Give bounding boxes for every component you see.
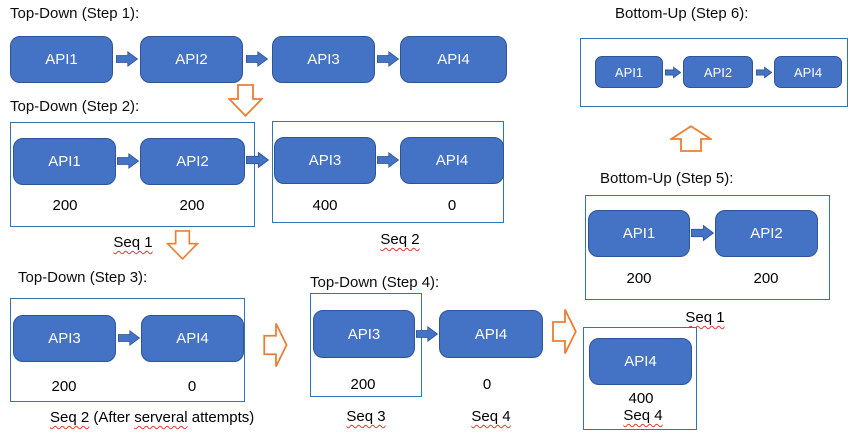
step-right-arrow-icon bbox=[263, 322, 288, 373]
step2-title: Top-Down (Step 2): bbox=[10, 98, 140, 115]
step2-seq2-label: Seq 2 bbox=[380, 231, 420, 248]
seq-label-part: Seq 2 bbox=[50, 409, 90, 426]
step4-api4-value: 0 bbox=[482, 376, 492, 393]
node-label: API4 bbox=[624, 353, 657, 370]
step4-node-api4: API4 bbox=[439, 310, 543, 358]
step2-api4-value: 0 bbox=[447, 197, 457, 214]
node-label: API4 bbox=[176, 330, 209, 347]
node-label: API4 bbox=[793, 64, 823, 80]
step-down-arrow-icon bbox=[165, 230, 200, 265]
step5-node-api1: API1 bbox=[588, 210, 690, 257]
step5-api4-value: 400 bbox=[628, 390, 654, 407]
step4-seq3-label: Seq 3 bbox=[346, 408, 386, 425]
flow-arrow-icon bbox=[755, 66, 773, 84]
flow-arrow-icon bbox=[116, 50, 139, 73]
node-label: API3 bbox=[308, 152, 342, 169]
step5-title: Bottom-Up (Step 5): bbox=[600, 170, 734, 187]
step2-api3-value: 400 bbox=[312, 197, 338, 214]
step-up-arrow-icon bbox=[668, 125, 714, 157]
step1-node-api1: API1 bbox=[10, 36, 113, 83]
step2-node-api2: API2 bbox=[140, 138, 245, 185]
node-label: API4 bbox=[474, 325, 508, 343]
seq-label-part: serveral bbox=[134, 409, 188, 426]
step2-node-api3: API3 bbox=[274, 137, 376, 184]
step3-node-api4: API4 bbox=[141, 315, 244, 362]
step3-node-api3: API3 bbox=[13, 315, 116, 362]
flow-arrow-icon bbox=[117, 152, 140, 175]
seq-label-part: (After bbox=[89, 409, 135, 426]
step6-node-api2: API2 bbox=[683, 56, 753, 88]
step2-api1-value: 200 bbox=[52, 197, 78, 214]
step6-node-api1: API1 bbox=[595, 56, 663, 88]
step1-node-api4: API4 bbox=[400, 36, 507, 83]
step5-node-api4: API4 bbox=[589, 338, 692, 385]
flow-arrow-icon bbox=[246, 151, 270, 174]
step4-title: Top-Down (Step 4): bbox=[310, 274, 440, 291]
flow-arrow-icon bbox=[416, 325, 439, 348]
step1-node-api3: API3 bbox=[272, 36, 375, 83]
step-down-arrow-icon bbox=[227, 84, 264, 122]
node-label: API1 bbox=[48, 153, 81, 170]
node-label: API3 bbox=[48, 330, 81, 347]
node-label: API3 bbox=[307, 51, 340, 68]
node-label: API1 bbox=[45, 51, 78, 68]
flow-arrow-icon bbox=[246, 50, 269, 73]
node-label: API2 bbox=[175, 51, 208, 68]
step2-seq1-label: Seq 1 bbox=[113, 234, 153, 251]
step3-api3-value: 200 bbox=[51, 378, 77, 395]
node-label: API2 bbox=[176, 153, 209, 170]
step3-seq-label: Seq 2 (After serveral attempts) bbox=[50, 409, 254, 426]
flow-arrow-icon bbox=[377, 151, 400, 174]
step1-node-api2: API2 bbox=[140, 36, 243, 83]
step5-node-api2: API2 bbox=[715, 210, 818, 257]
step3-api4-value: 0 bbox=[187, 378, 197, 395]
node-label: API1 bbox=[622, 225, 656, 242]
node-label: API4 bbox=[435, 152, 469, 169]
node-label: API2 bbox=[750, 225, 783, 242]
flow-arrow-icon bbox=[377, 50, 400, 73]
step6-node-api4: API4 bbox=[774, 56, 842, 88]
step2-api2-value: 200 bbox=[179, 197, 205, 214]
step5-api1-value: 200 bbox=[626, 270, 652, 287]
flow-arrow-icon bbox=[118, 329, 141, 352]
step5-seq1-label: Seq 1 bbox=[685, 309, 725, 326]
step5-seq4-label: Seq 4 bbox=[623, 407, 663, 424]
step5-api2-value: 200 bbox=[753, 270, 779, 287]
step4-api3-value: 200 bbox=[350, 376, 376, 393]
step4-seq4-label: Seq 4 bbox=[471, 408, 511, 425]
step-right-arrow-icon bbox=[552, 308, 577, 360]
node-label: API2 bbox=[703, 64, 733, 80]
step6-title: Bottom-Up (Step 6): bbox=[615, 5, 749, 22]
flow-arrow-icon bbox=[691, 224, 715, 247]
step2-node-api1: API1 bbox=[13, 138, 116, 185]
step3-title: Top-Down (Step 3): bbox=[18, 269, 148, 286]
node-label: API4 bbox=[437, 51, 470, 68]
step4-node-api3: API3 bbox=[313, 310, 415, 358]
node-label: API1 bbox=[614, 64, 644, 80]
flow-arrow-icon bbox=[664, 66, 682, 84]
node-label: API3 bbox=[347, 325, 381, 343]
step2-node-api4: API4 bbox=[400, 137, 504, 184]
seq-label-part: attempts) bbox=[187, 409, 255, 426]
step1-title: Top-Down (Step 1): bbox=[10, 5, 140, 22]
